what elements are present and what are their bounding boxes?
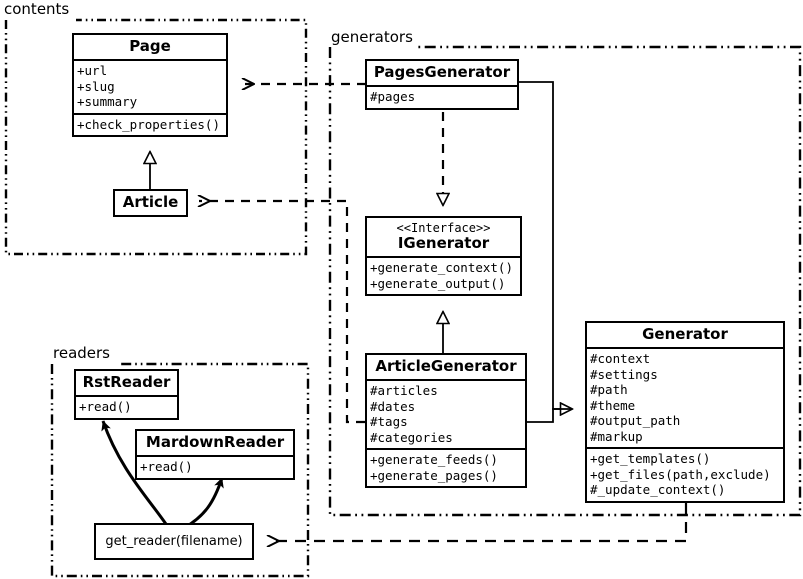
attribute: #output_path: [590, 413, 681, 428]
method: +check_properties(): [77, 116, 220, 132]
attribute: #settings: [590, 366, 658, 382]
class-rst-reader-title: RstReader: [82, 373, 171, 391]
relation-getreader-returns-rstreader: [101, 420, 170, 528]
class-generator[interactable]: Generator #context #settings #path #them…: [585, 321, 785, 503]
method: +read(): [79, 399, 132, 414]
class-mardown-reader-title: MardownReader: [145, 433, 285, 451]
class-page-methods: +check_properties(): [74, 112, 226, 136]
method: #_update_context(): [590, 482, 726, 497]
method: +get_files(path,exclude): [590, 466, 771, 482]
method: +generate_feeds(): [370, 452, 498, 467]
class-generator-methods: +get_templates() +get_files(path,exclude…: [587, 447, 783, 501]
class-page-title: Page: [129, 37, 171, 55]
class-article-generator-methods: +generate_feeds() +generate_pages(): [367, 448, 525, 486]
attribute: #markup: [590, 428, 643, 444]
relation-getreader-returns-mardownreader: [183, 477, 224, 530]
attribute: +url: [77, 63, 108, 78]
attribute: #articles: [370, 383, 438, 398]
class-generator-title: Generator: [642, 325, 728, 343]
class-rst-reader-methods: +read(): [76, 395, 177, 418]
class-pages-generator[interactable]: PagesGenerator #pages: [365, 59, 519, 110]
relation-articlegenerator-inherits-generator: [527, 408, 572, 423]
class-article-generator[interactable]: ArticleGenerator #articles #dates #tags …: [365, 353, 527, 488]
attribute: #pages: [370, 89, 416, 104]
class-mardown-reader[interactable]: MardownReader +read(): [135, 429, 295, 480]
method: +generate_output(): [370, 275, 506, 291]
attribute: +slug: [77, 78, 115, 94]
package-label-readers: readers: [53, 344, 110, 362]
class-pages-generator-title: PagesGenerator: [373, 63, 511, 81]
attribute: #path: [590, 382, 628, 397]
relation-articlegenerator-depends-article: [199, 201, 365, 424]
class-pages-generator-attributes: #pages: [367, 85, 517, 108]
method: +read(): [140, 459, 193, 474]
class-article-generator-attributes: #articles #dates #tags #categories: [367, 379, 525, 448]
method: +generate_context(): [370, 260, 513, 275]
class-generator-attributes: #context #settings #path #theme #output_…: [587, 347, 783, 447]
class-page-attributes: +url +slug +summary: [74, 59, 226, 113]
class-article-generator-title: ArticleGenerator: [375, 357, 517, 375]
relation-generator-depends-getreader: [268, 503, 688, 541]
attribute: +summary: [77, 94, 138, 109]
package-label-generators: generators: [331, 28, 413, 46]
class-page[interactable]: Page +url +slug +summary +check_properti…: [72, 33, 228, 137]
attribute: #theme: [590, 397, 636, 413]
package-border-contents: [4, 18, 308, 256]
package-border-generators: [328, 45, 802, 517]
attribute: #context: [590, 351, 651, 366]
class-igenerator-title: IGenerator: [397, 234, 490, 252]
class-igenerator[interactable]: <<Interface>> IGenerator +generate_conte…: [365, 216, 522, 296]
class-article-title: Article: [122, 193, 179, 211]
method: +generate_pages(): [370, 467, 498, 483]
attribute: #categories: [370, 429, 453, 445]
class-mardown-reader-methods: +read(): [137, 455, 293, 478]
package-label-contents: contents: [4, 0, 70, 18]
package-border-readers: [50, 362, 310, 578]
class-rst-reader[interactable]: RstReader +read(): [74, 369, 179, 420]
function-get-reader[interactable]: get_reader(filename): [94, 523, 254, 560]
attribute: #dates: [370, 398, 416, 414]
class-igenerator-stereotype: <<Interface>>: [396, 221, 491, 235]
attribute: #tags: [370, 414, 408, 429]
method: +get_templates(): [590, 451, 711, 466]
class-article[interactable]: Article: [113, 189, 188, 217]
class-igenerator-methods: +generate_context() +generate_output(): [367, 256, 520, 294]
